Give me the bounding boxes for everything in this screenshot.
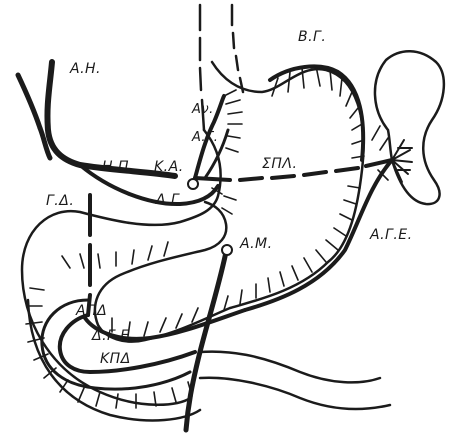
label-short-gastric: Β.Γ. bbox=[298, 30, 326, 44]
label-left-gastric-ascending: Αν. bbox=[192, 103, 214, 116]
label-right-gastric: Δ.Γ. bbox=[156, 193, 184, 207]
label-posterior-pancreaticoduodenal: ΚΠΔ bbox=[100, 352, 131, 366]
label-mesenteric: Α.Μ. bbox=[240, 237, 273, 251]
duodenal-branches bbox=[26, 242, 192, 408]
splenic-hilum-branches bbox=[392, 140, 412, 182]
greater-curvature-artery bbox=[270, 66, 363, 160]
label-right-gastroepiploic: Δ.Γ.Ε. bbox=[92, 329, 135, 343]
superior-mesenteric-artery bbox=[186, 252, 226, 430]
label-proper-hepatic: Η.Π. bbox=[102, 160, 134, 174]
label-splenic: ΣΠΛ. bbox=[262, 157, 297, 171]
label-left-gastroepiploic: Α.Γ.Ε. bbox=[370, 228, 413, 242]
label-gastroduodenal: Γ.Δ. bbox=[46, 194, 74, 208]
stomach-outline bbox=[95, 62, 364, 342]
posterior-pancreaticoduodenal-arcade bbox=[42, 300, 190, 389]
label-hepatic-artery: Α.Η. bbox=[70, 62, 101, 76]
superior-mesenteric-origin bbox=[222, 245, 232, 255]
gastroduodenal-artery bbox=[88, 195, 90, 315]
hepatic-artery-branch bbox=[18, 75, 40, 128]
spleen-outline bbox=[375, 51, 444, 204]
esophagus-right-wall bbox=[232, 5, 243, 92]
short-gastric-branches bbox=[372, 126, 388, 180]
celiac-trunk-node bbox=[188, 179, 198, 189]
label-celiac-trunk: Κ.Α. bbox=[154, 160, 184, 174]
label-anterior-pancreaticoduodenal: ΑΠΔ bbox=[76, 304, 107, 318]
label-left-gastric: Α.Γ. bbox=[192, 131, 218, 144]
